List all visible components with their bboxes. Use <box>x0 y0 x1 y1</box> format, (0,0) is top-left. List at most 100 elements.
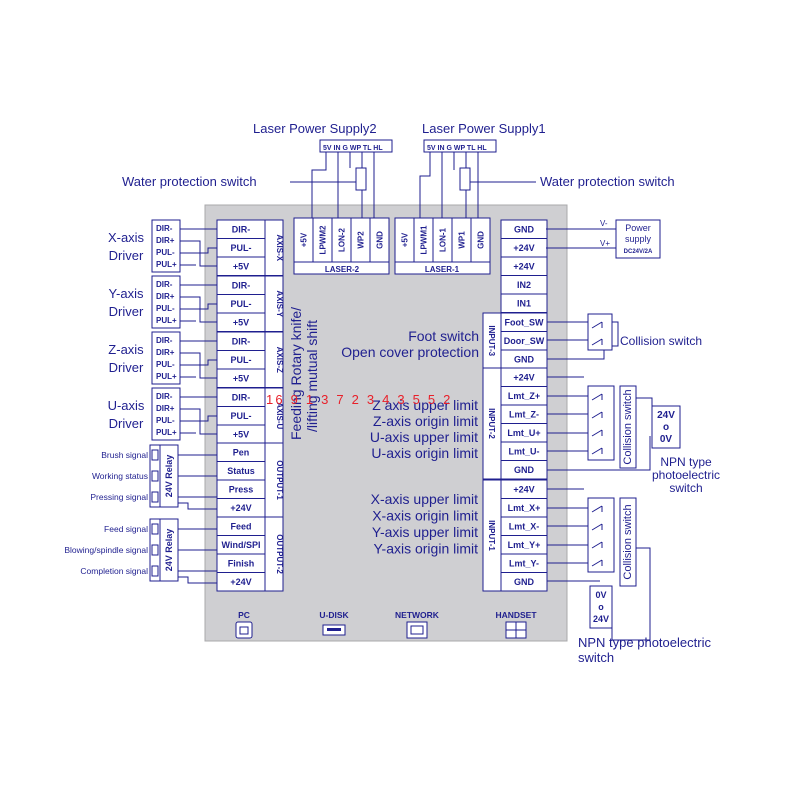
axis-z-driver-terminal <box>151 331 181 385</box>
output-1-pin-label-2: Press <box>229 485 254 495</box>
input-1-note-2: Y-axis upper limit <box>372 524 478 540</box>
laser-power-supply-2-pins: 5V IN G WP TL HL <box>323 145 383 152</box>
laser-power-supply-2-title: Laser Power Supply2 <box>253 121 377 136</box>
axis-y-driver-terminal <box>151 275 181 329</box>
laser-2-port-label: LASER-2 <box>325 265 360 274</box>
axis-x-driver-pin-1: DIR+ <box>156 236 175 245</box>
axis-u-driver-pin-3: PUL+ <box>156 428 177 437</box>
axis-z-driver-pin-3: PUL+ <box>156 372 177 381</box>
output-1-port-label: OUTPUT-1 <box>275 460 284 500</box>
laser-power-supply-2-terminal <box>319 139 393 153</box>
input-2-sensor-caption-0: NPN type <box>660 455 712 469</box>
axis-y-driver-pin-2: PUL- <box>156 304 175 313</box>
axis-u-driver-pin-0: DIR- <box>156 392 173 401</box>
input-2-sensor-2: 0V <box>660 434 673 445</box>
input-1-note-1: X-axis origin limit <box>372 508 478 524</box>
axis-y-driver-pin-3: PUL+ <box>156 316 177 325</box>
input-1-note-0: X-axis upper limit <box>371 491 478 507</box>
water-switch-1-symbol <box>459 167 471 191</box>
power-supply-box <box>615 219 661 259</box>
input-1-pin-label-4: Lmt_Y- <box>509 559 539 569</box>
input-2-sensor-caption-2: switch <box>669 481 702 495</box>
axis-group-axis-u: DIR-PUL-+5VAXIS-UDIR-DIR+PUL-PUL+U-axisD… <box>108 387 284 444</box>
axis-u-driver-name: U-axis <box>108 398 145 413</box>
input-2-pin-label-5: GND <box>514 465 535 475</box>
input-3-pin-label-1: Door_SW <box>504 336 545 346</box>
output-2-pin-label-3: +24V <box>230 577 251 587</box>
axis-x-driver-name: X-axis <box>108 230 145 245</box>
output-2-signal-0: Feed signal <box>104 524 148 534</box>
input-2-port-label: INPUT-2 <box>487 408 496 439</box>
input-2-pin-label-4: Lmt_U- <box>509 447 540 457</box>
input-2-note-3: U-axis origin limit <box>371 445 478 461</box>
axis-x-driver-word: Driver <box>109 248 144 263</box>
input-3-pin-label-2: GND <box>514 355 535 365</box>
axis-z-driver-pin-1: DIR+ <box>156 348 175 357</box>
input-2-sensor-0: 24V <box>657 410 675 421</box>
output-2-signal-1: Blowing/spindle signal <box>64 545 148 555</box>
input-3-pin-label-0: Foot_SW <box>505 318 544 328</box>
laser-1-pin-1: LPWM1 <box>420 225 429 254</box>
input-1-pin-label-5: GND <box>514 577 535 587</box>
input-1-pin-label-3: Lmt_Y+ <box>508 540 541 550</box>
axis-z-pin-label-0: DIR- <box>232 337 251 347</box>
laser-1-pin-2: LON-1 <box>439 227 448 252</box>
output-2-pin-label-1: Wind/SPI <box>222 540 261 550</box>
laser-power-supply-1-pins: 5V IN G WP TL HL <box>427 145 487 152</box>
axis-x-driver-pin-2: PUL- <box>156 248 175 257</box>
axis-x-pin-label-1: PUL- <box>231 243 252 253</box>
output-1-pin-label-3: +24V <box>230 503 251 513</box>
input-2-sensor-caption-1: photoelectric <box>652 468 720 482</box>
laser-2-pin-1: LPWM2 <box>319 225 328 254</box>
axis-u-driver-pin-2: PUL- <box>156 416 175 425</box>
input-2-pin-label-3: Lmt_U+ <box>507 428 540 438</box>
laser-1-pin-0: +5V <box>401 232 410 247</box>
input-2-pin-label-1: Lmt_Z+ <box>508 391 540 401</box>
laser-power-supply-1-terminal <box>423 139 497 153</box>
output-2-pin-label-0: Feed <box>230 522 251 532</box>
axis-z-driver-pin-2: PUL- <box>156 360 175 369</box>
input-1-sensor-2: 24V <box>593 614 609 624</box>
axis-x-pin-label-0: DIR- <box>232 225 251 235</box>
laser-1-pin-4: GND <box>477 231 486 249</box>
axis-y-driver-name: Y-axis <box>109 286 144 301</box>
v-minus-label: V- <box>600 219 608 228</box>
axis-z-driver-name: Z-axis <box>108 342 144 357</box>
feeding-label-line-2: /lifting mutual shift <box>304 320 320 432</box>
input-1-sensor-caption-0: NPN type photoelectric <box>578 635 711 650</box>
v-plus-label: V+ <box>600 239 610 248</box>
axis-y-pin-label-2: +5V <box>233 318 249 328</box>
usb-b-port-icon: PC <box>235 610 253 639</box>
axis-x-pin-label-2: +5V <box>233 262 249 272</box>
axis-group-axis-z: DIR-PUL-+5VAXIS-ZDIR-DIR+PUL-PUL+Z-axisD… <box>108 331 284 388</box>
input-2-pin-label-2: Lmt_Z- <box>509 410 539 420</box>
power-supply-rating: DC24V/2A <box>624 249 653 255</box>
axis-u-driver-word: Driver <box>109 416 144 431</box>
input-1-npn-sensor <box>589 585 613 629</box>
overlay-numbers: 16 9 1 3 7 2 3 4 3 5 5 2 <box>266 392 453 407</box>
axis-y-pin-label-0: DIR- <box>232 281 251 291</box>
laser-1-pin-3: WP1 <box>458 231 467 249</box>
water-protection-right-label: Water protection switch <box>540 174 675 189</box>
output-1-pin-label-0: Pen <box>233 448 250 458</box>
axis-y-driver-word: Driver <box>109 304 144 319</box>
axis-z-pin-label-1: PUL- <box>231 355 252 365</box>
ethernet-port-icon: NETWORK <box>395 610 440 639</box>
water-switch-2-symbol <box>355 167 367 191</box>
bottom-port-label-2: NETWORK <box>395 610 440 620</box>
laser-2-pin-4: GND <box>376 231 385 249</box>
axis-group-axis-x: DIR-PUL-+5VAXIS-XDIR-DIR+PUL-PUL+X-axisD… <box>108 219 284 276</box>
laser-1-port-label: LASER-1 <box>425 265 460 274</box>
usb-a-port-icon: U-DISK <box>319 610 349 636</box>
laser-2-pin-3: WP2 <box>357 231 366 249</box>
axis-z-port-label: AXIS-Z <box>275 347 284 373</box>
input-1-port-label: INPUT-1 <box>487 520 496 551</box>
input-1-pin-label-2: Lmt_X- <box>509 522 540 532</box>
